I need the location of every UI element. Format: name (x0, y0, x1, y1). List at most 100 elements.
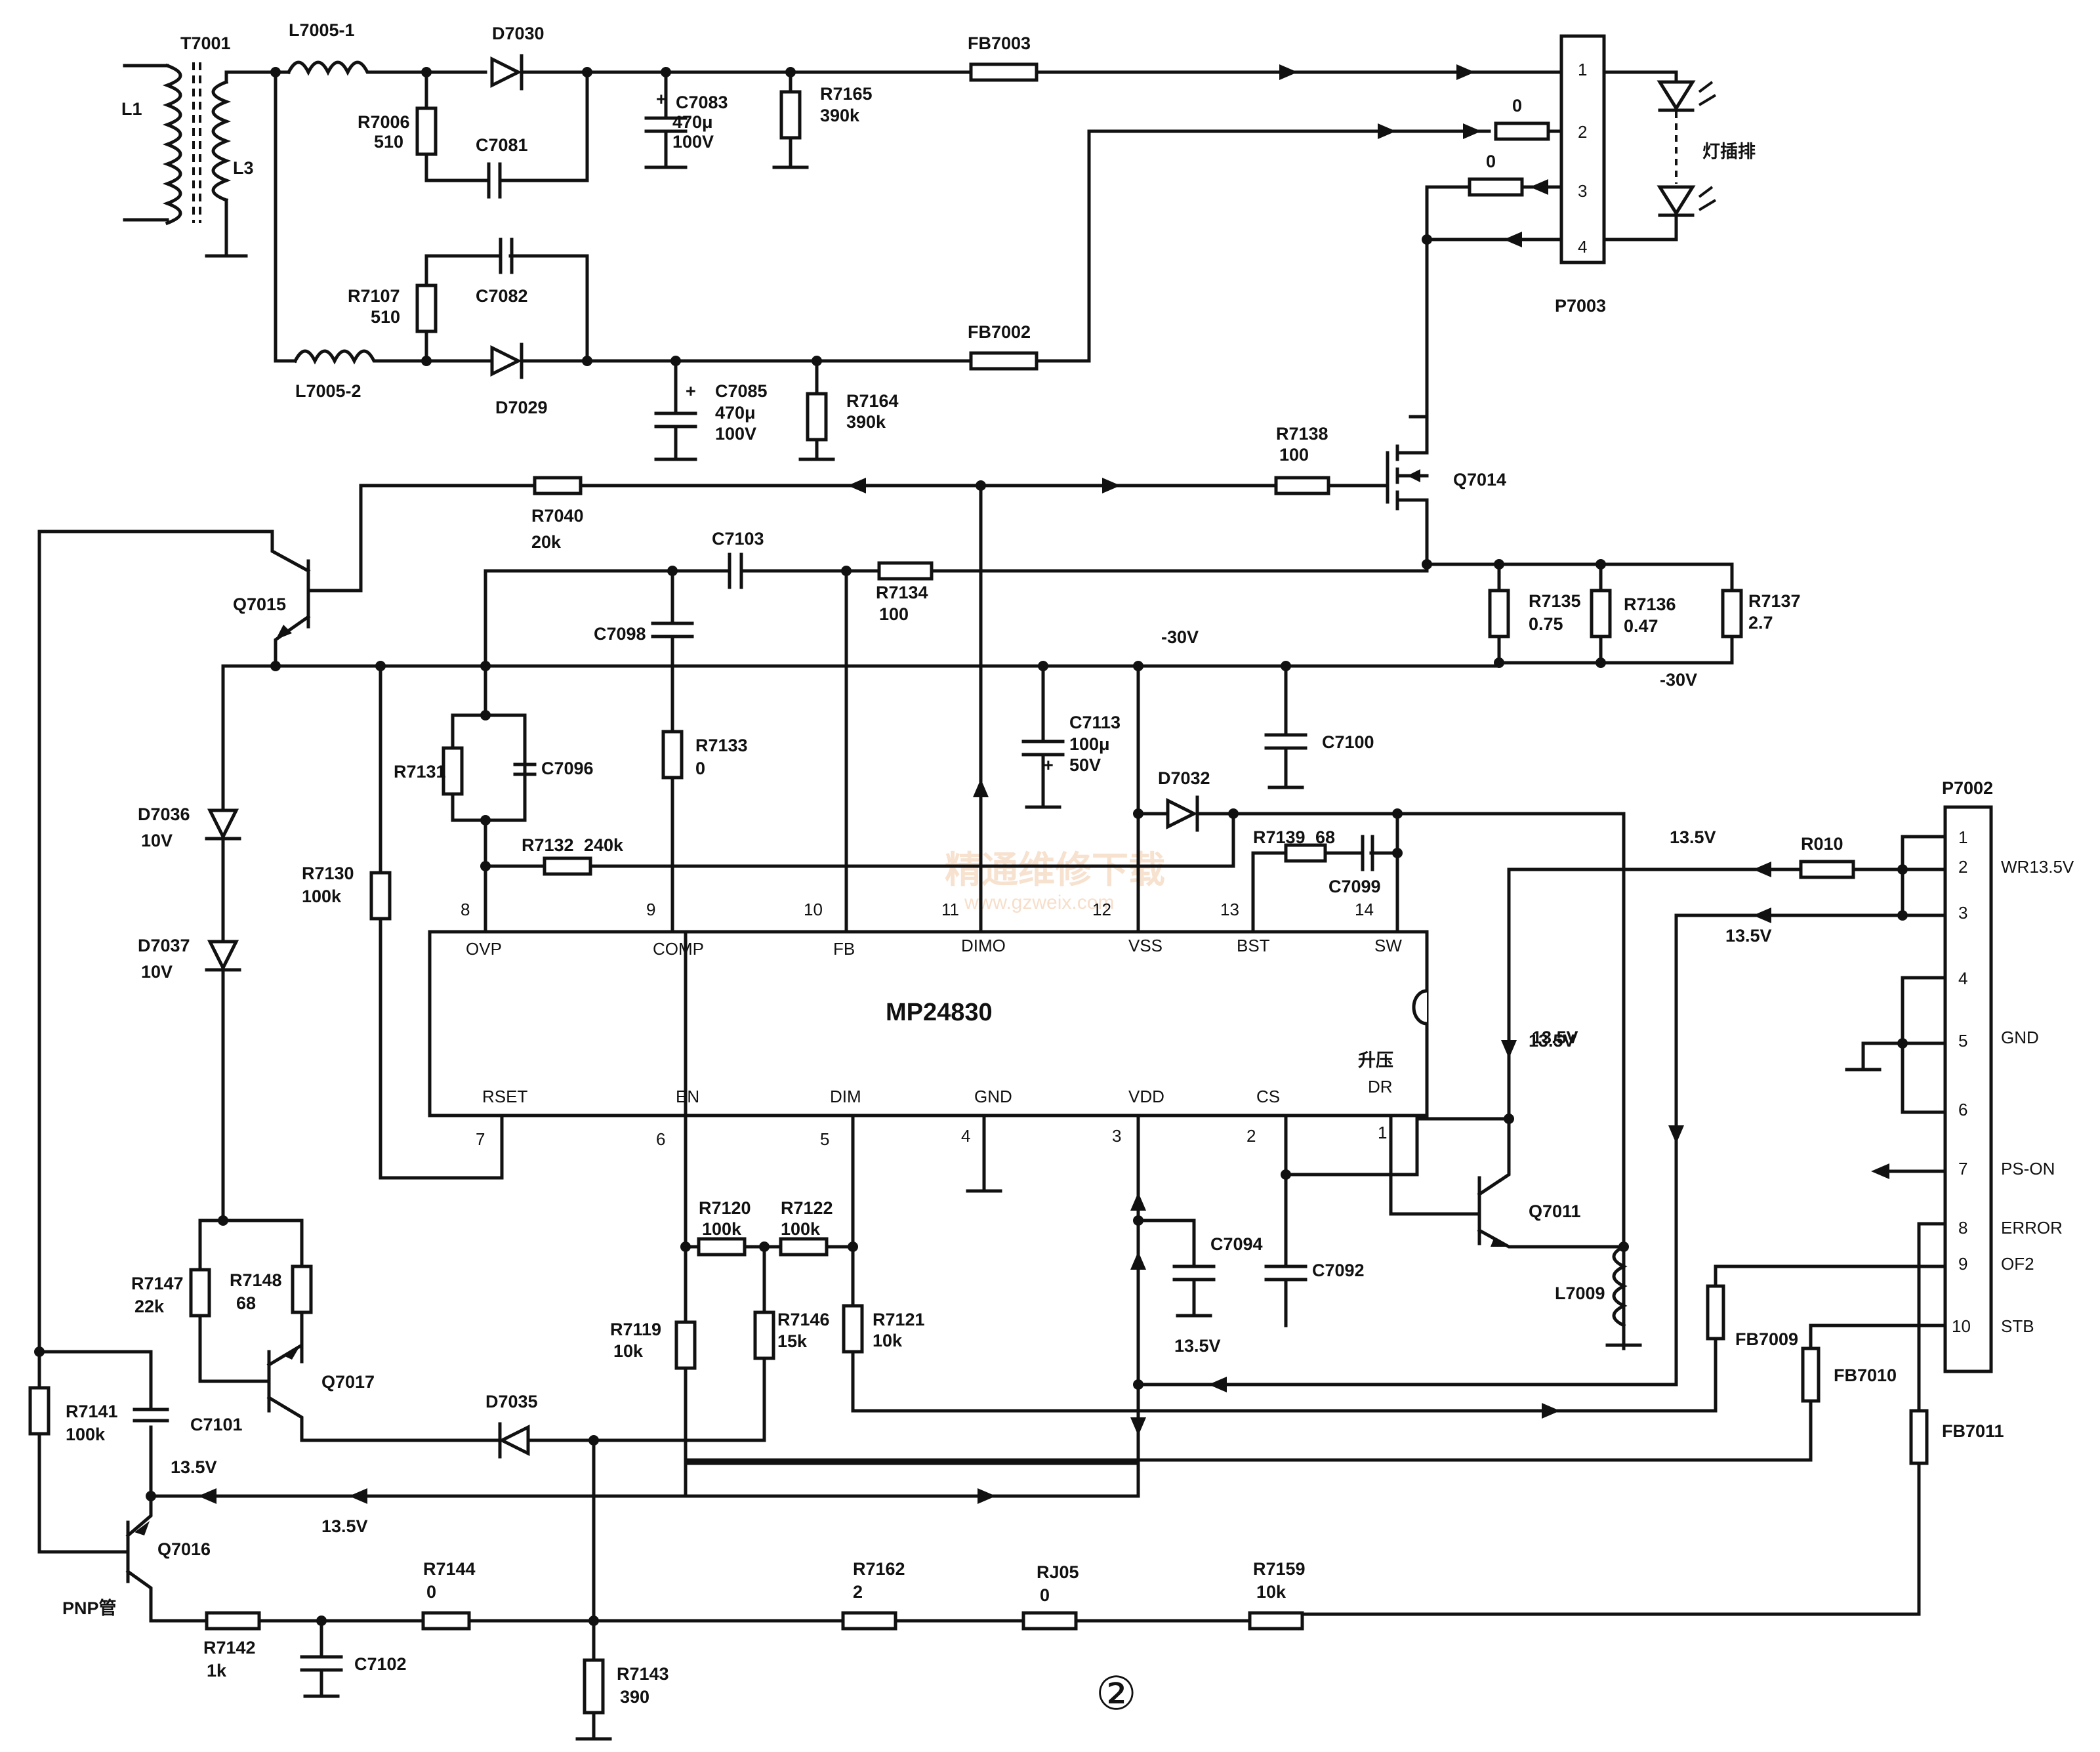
pin-dimo: DIMO (961, 936, 1006, 955)
label-c7102: C7102 (354, 1654, 407, 1674)
p7002-pin-8-name: ERROR (2001, 1218, 2063, 1238)
label-r7120-value: 100k (702, 1219, 742, 1239)
label-r7142-value: 1k (207, 1661, 227, 1680)
label-r7119-value: 10k (613, 1341, 644, 1361)
label-d7029: D7029 (495, 398, 548, 417)
p7002-pin-3: 3 (1958, 903, 1967, 923)
resistor-r7040 (533, 476, 583, 495)
pin-num-8: 8 (461, 900, 470, 919)
label-boost: 升压 (1358, 1051, 1393, 1070)
label-c7113: C7113 (1069, 713, 1121, 732)
p7002-pin-7-name: PS-ON (2001, 1159, 2055, 1178)
label-c7092: C7092 (1312, 1261, 1365, 1280)
label-t7001: T7001 (180, 33, 231, 53)
pin-num-12: 12 (1092, 900, 1111, 919)
label-135v-left-1: 13.5V (171, 1457, 217, 1477)
pin-vdd: VDD (1128, 1087, 1164, 1106)
label-r7134: R7134 (876, 583, 928, 602)
label-r7119: R7119 (610, 1320, 661, 1339)
label-c7085: C7085 (715, 381, 768, 401)
label-c7094: C7094 (1210, 1234, 1263, 1254)
pin-en: EN (676, 1087, 699, 1106)
label-d7037-value: 10V (141, 962, 173, 982)
p7002-pin-7: 7 (1958, 1159, 1967, 1178)
label-135v-left-2: 13.5V (321, 1516, 368, 1536)
diode-d7032 (1166, 797, 1198, 830)
label-c7096: C7096 (541, 759, 594, 778)
label-r7148: R7148 (230, 1270, 282, 1290)
pin-comp: COMP (653, 939, 704, 959)
label-r7131: R7131 (394, 762, 446, 782)
pin-num-10: 10 (804, 900, 823, 919)
resistor-r7144 (421, 1611, 471, 1631)
watermark: 精通维修下载 (945, 849, 1165, 890)
label-c7098: C7098 (594, 624, 646, 644)
label-r7040-value: 20k (531, 532, 562, 552)
lamp-led-1 (1657, 80, 1696, 112)
resistor-r7162 (841, 1611, 897, 1631)
label-r7138: R7138 (1276, 424, 1328, 444)
label-r7143-value: 390 (620, 1687, 649, 1707)
ferrite-fb7003 (969, 62, 1039, 82)
resistor-r7131 (442, 746, 464, 796)
ferrite-fb7002 (969, 351, 1039, 371)
label-c7083-value: 470μ (672, 112, 713, 132)
pin-num-11: 11 (941, 900, 959, 919)
transistor-q7017 (266, 1342, 501, 1442)
resistor-r7121 (842, 1304, 864, 1354)
label-r7147-value: 22k (134, 1297, 165, 1316)
pin-sw: SW (1374, 936, 1402, 955)
label-c7085-value: 470μ (715, 403, 756, 423)
pin-num-4: 4 (961, 1126, 970, 1146)
label-r7141-value: 100k (66, 1425, 106, 1444)
pin-dim: DIM (830, 1087, 861, 1106)
label-r7164-value: 390k (846, 412, 886, 432)
svg-text:+: + (686, 381, 696, 401)
ferrite-fb7011 (1909, 1409, 1929, 1465)
lamp-led-2 (1657, 185, 1696, 217)
resistor-pin3-zero (1468, 177, 1524, 197)
label-r7165-value: 390k (820, 106, 860, 125)
resistor-r7138 (1274, 476, 1330, 495)
label-rj05: RJ05 (1037, 1562, 1079, 1582)
label-c7101: C7101 (190, 1415, 243, 1434)
label-r7162: R7162 (853, 1559, 905, 1579)
label-r7006-value: 510 (374, 132, 403, 152)
resistor-r7164 (806, 392, 828, 442)
resistor-r7159 (1248, 1611, 1304, 1631)
label-r7130: R7130 (302, 864, 354, 883)
label-lamp-strip: 灯插排 (1702, 142, 1756, 161)
transistor-q7015 (270, 530, 323, 668)
label-135v-c7094: 13.5V (1174, 1336, 1221, 1356)
label-pnp: PNP管 (62, 1598, 117, 1618)
p7003-pin-4: 4 (1578, 237, 1587, 257)
label-q7014: Q7014 (1453, 470, 1506, 490)
figure-number: ② (1096, 1667, 1137, 1721)
p7002-pin-9: 9 (1958, 1254, 1967, 1274)
pin-fb: FB (833, 939, 855, 959)
connector-p7003 (1559, 34, 1606, 264)
label-r7040: R7040 (531, 506, 584, 526)
label-neg30v: -30V (1161, 627, 1199, 647)
label-d7032: D7032 (1158, 768, 1210, 788)
resistor-r7006 (415, 106, 438, 156)
label-r7120: R7120 (699, 1198, 751, 1218)
label-135v-3: 13.5V (1725, 926, 1772, 946)
label-r7122-value: 100k (781, 1219, 821, 1239)
label-r7137-value: 2.7 (1748, 613, 1773, 633)
pin-num-13: 13 (1220, 900, 1239, 919)
pin-rset: RSET (482, 1087, 527, 1106)
svg-text:+: + (1043, 755, 1054, 775)
diode-d7037 (207, 940, 239, 972)
resistor-r010 (1799, 860, 1855, 879)
resistor-r7134 (877, 561, 934, 581)
resistor-r7135 (1488, 589, 1510, 638)
connector-p7002 (1943, 805, 1993, 1373)
label-c7083-voltage: 100V (672, 132, 714, 152)
p7002-pin-10-name: STB (2001, 1316, 2034, 1336)
p7002-pin-2: 2 (1958, 857, 1967, 877)
resistor-r7120 (697, 1237, 747, 1257)
pin-num-1: 1 (1378, 1123, 1387, 1142)
pin-num-5: 5 (820, 1129, 829, 1149)
p7002-pin-9-name: OF2 (2001, 1254, 2034, 1274)
